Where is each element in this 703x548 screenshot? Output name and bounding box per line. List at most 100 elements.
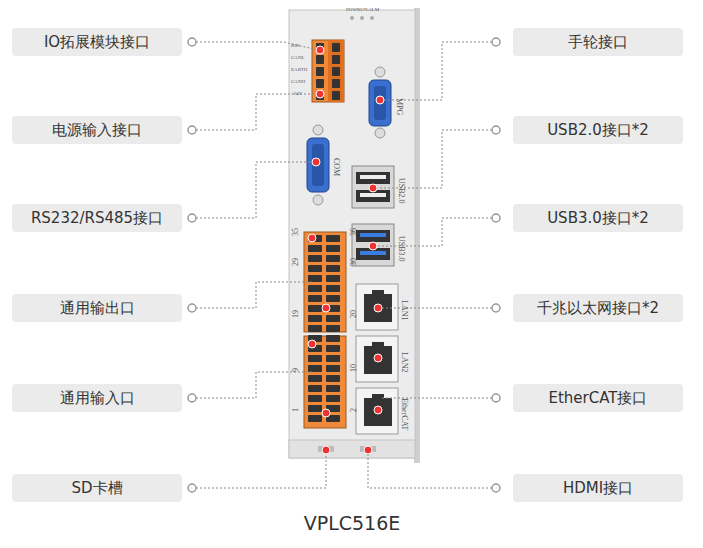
label-box: 电源输入接口 [12, 116, 182, 144]
terminal-screw [326, 375, 340, 382]
port-label: EtherCAT [400, 398, 408, 430]
port-label: 1 [292, 408, 300, 412]
callout-dots [308, 46, 384, 454]
terminal-screw [316, 55, 324, 64]
terminal-screw [308, 405, 322, 412]
label-text: EtherCAT接口 [549, 389, 648, 408]
label-box: USB2.0接口*2 [513, 116, 683, 144]
terminal-screw [308, 245, 322, 252]
label-text: USB2.0接口*2 [547, 121, 649, 140]
port-label: USB3.0 [397, 236, 405, 262]
port-label: 35 [292, 228, 300, 236]
port-label: RS0 [291, 43, 300, 48]
label-box: SD卡槽 [12, 474, 182, 502]
port-label: CANH [291, 79, 305, 84]
label-text: 通用输入口 [60, 389, 135, 408]
label-box: HDMI接口 [513, 474, 683, 502]
terminal-screw [308, 395, 322, 402]
port-label: RUN [357, 7, 368, 12]
terminal-screw [308, 295, 322, 302]
status-leds [350, 16, 374, 20]
port-label: LAN2 [400, 352, 408, 372]
label-text: SD卡槽 [71, 479, 122, 498]
port-label: 30 [350, 258, 358, 266]
ethernet-ports [356, 284, 398, 434]
label-box: RS232/RS485接口 [12, 204, 182, 232]
terminal-screw [332, 91, 340, 100]
terminal-screw [308, 365, 322, 372]
port-label: CANL [291, 55, 305, 60]
terminal-screw [332, 79, 340, 88]
caption: VPLC516E [304, 512, 401, 534]
terminal-screw [316, 91, 324, 100]
com-connector [307, 125, 329, 205]
io-terminals [304, 232, 346, 428]
label-text: 千兆以太网接口*2 [537, 299, 659, 318]
port-label: COM [332, 158, 340, 176]
terminal-screw [308, 305, 322, 312]
port-label: +24V [291, 91, 302, 96]
terminal-screw [308, 235, 322, 242]
port-label: 19 [292, 310, 300, 318]
terminal-screw [326, 255, 340, 262]
label-box: IO拓展模块接口 [12, 28, 182, 56]
terminal-screw [326, 365, 340, 372]
terminal-screw [326, 385, 340, 392]
label-box: EtherCAT接口 [513, 384, 683, 412]
mpg-connector [369, 67, 391, 138]
port-label: 20 [350, 310, 358, 318]
label-text: 通用输出口 [60, 299, 135, 318]
label-box: 手轮接口 [513, 28, 683, 56]
terminal-screw [326, 275, 340, 282]
leader-end-dots [188, 38, 500, 492]
port-label: 29 [292, 258, 300, 266]
port-label: 10 [350, 364, 358, 372]
terminal-screw [308, 285, 322, 292]
terminal-screw [326, 335, 340, 342]
label-box: 通用输入口 [12, 384, 182, 412]
terminal-screw [326, 325, 340, 332]
port-label: ALM [368, 7, 379, 12]
terminal-screw [308, 415, 322, 422]
terminal-screw [308, 385, 322, 392]
terminal-screw [308, 265, 322, 272]
label-text: 手轮接口 [568, 33, 628, 52]
terminal-block-side [328, 40, 344, 102]
io-terminal-block [312, 40, 344, 102]
usb2-ports [352, 166, 394, 208]
terminal-screw [308, 375, 322, 382]
port-label: EARTH [291, 67, 307, 72]
label-text: HDMI接口 [563, 479, 633, 498]
label-text: IO拓展模块接口 [44, 33, 150, 52]
terminal-screw [308, 315, 322, 322]
port-label: USB2.0 [397, 178, 405, 204]
label-text: 电源输入接口 [52, 121, 142, 140]
terminal-screw [332, 43, 340, 52]
terminal-screw [326, 265, 340, 272]
port-label: MPG [395, 98, 403, 115]
terminal-screw [316, 67, 324, 76]
terminal-screw [326, 245, 340, 252]
port-label: 9 [292, 368, 300, 372]
label-box: 通用输出口 [12, 294, 182, 322]
port-label: LAN1 [400, 300, 408, 320]
terminal-screw [332, 67, 340, 76]
terminal-screw [326, 355, 340, 362]
terminal-screw [316, 79, 324, 88]
terminal-screw [308, 355, 322, 362]
usb3-ports [352, 224, 394, 266]
terminal-screw [308, 325, 322, 332]
terminal-screw [326, 315, 340, 322]
terminal-screw [326, 295, 340, 302]
terminal-screw [326, 395, 340, 402]
label-box: 千兆以太网接口*2 [513, 294, 683, 322]
housing-bottom [289, 440, 415, 458]
terminal-screw [326, 285, 340, 292]
port-label: 2 [350, 408, 358, 412]
port-label: POW [346, 7, 357, 12]
label-box: USB3.0接口*2 [513, 204, 683, 232]
terminal-block [312, 40, 344, 102]
port-label: 36 [350, 228, 358, 236]
terminal-screw [326, 345, 340, 352]
